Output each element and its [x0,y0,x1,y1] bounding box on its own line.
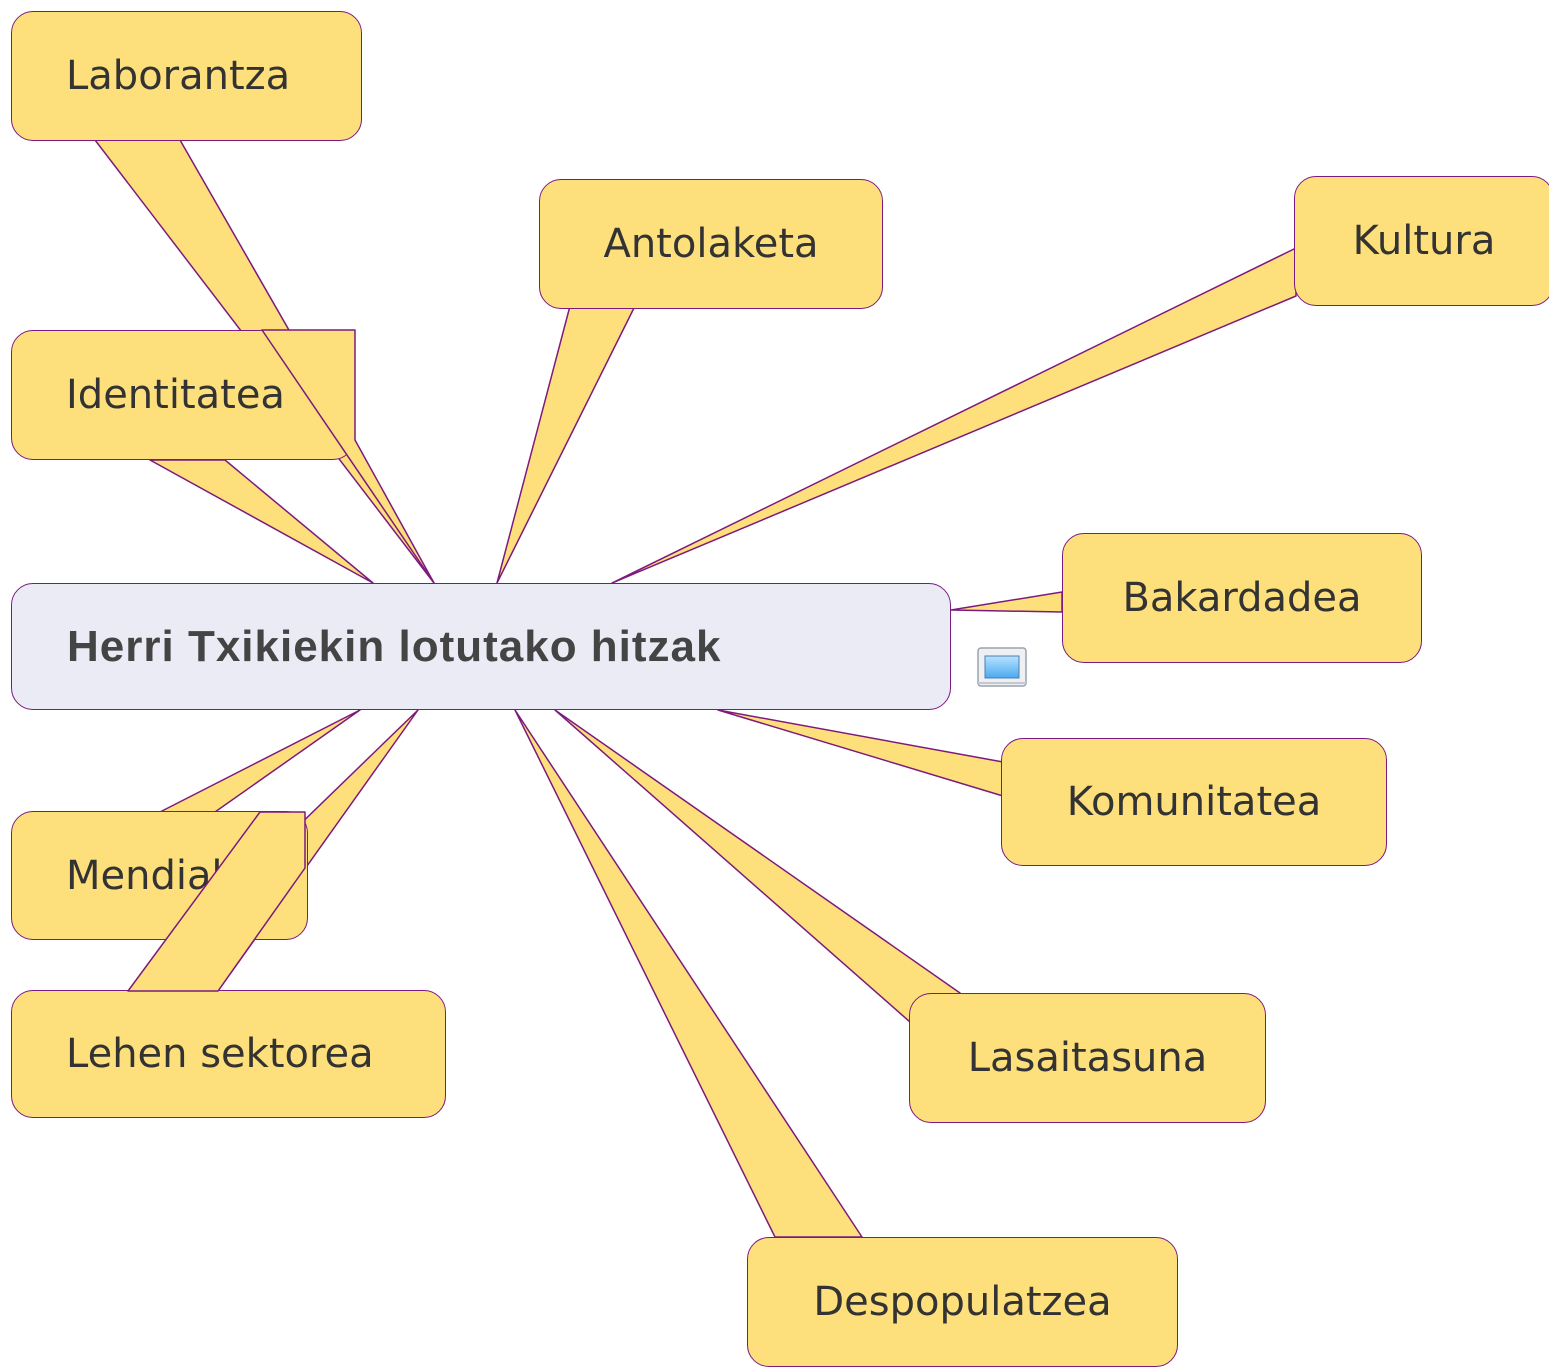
connector-lehen-sektorea-overlay [127,811,306,992]
connector-laborantza-overlay [261,329,435,584]
topic-lasaitasuna[interactable]: Lasaitasuna [909,993,1266,1123]
topic-lehen-sektorea[interactable]: Lehen sektorea [11,990,446,1118]
topic-kultura[interactable]: Kultura [1294,176,1549,306]
topic-label: Kultura [1352,218,1496,264]
topic-label: Despopulatzea [813,1279,1112,1325]
topic-antolaketa[interactable]: Antolaketa [539,179,883,309]
topic-label: Antolaketa [603,221,819,267]
topic-identitatea[interactable]: Identitatea [11,330,355,460]
topic-label: Laborantza [66,53,291,99]
topic-label: Lehen sektorea [66,1031,374,1077]
topic-label: Identitatea [66,372,285,418]
note-icon[interactable] [977,646,1027,688]
topic-label: Lasaitasuna [967,1035,1208,1081]
central-topic-label: Herri Txikiekin lotutako hitzak [67,621,722,671]
central-topic[interactable]: Herri Txikiekin lotutako hitzak [11,583,951,710]
topic-label: Komunitatea [1066,779,1322,825]
topic-label: Bakardadea [1122,575,1362,621]
topic-bakardadea[interactable]: Bakardadea [1062,533,1422,663]
connector-identitatea [149,459,374,584]
topic-laborantza[interactable]: Laborantza [11,11,362,141]
topic-despopulatzea[interactable]: Despopulatzea [747,1237,1178,1367]
topic-komunitatea[interactable]: Komunitatea [1001,738,1387,866]
